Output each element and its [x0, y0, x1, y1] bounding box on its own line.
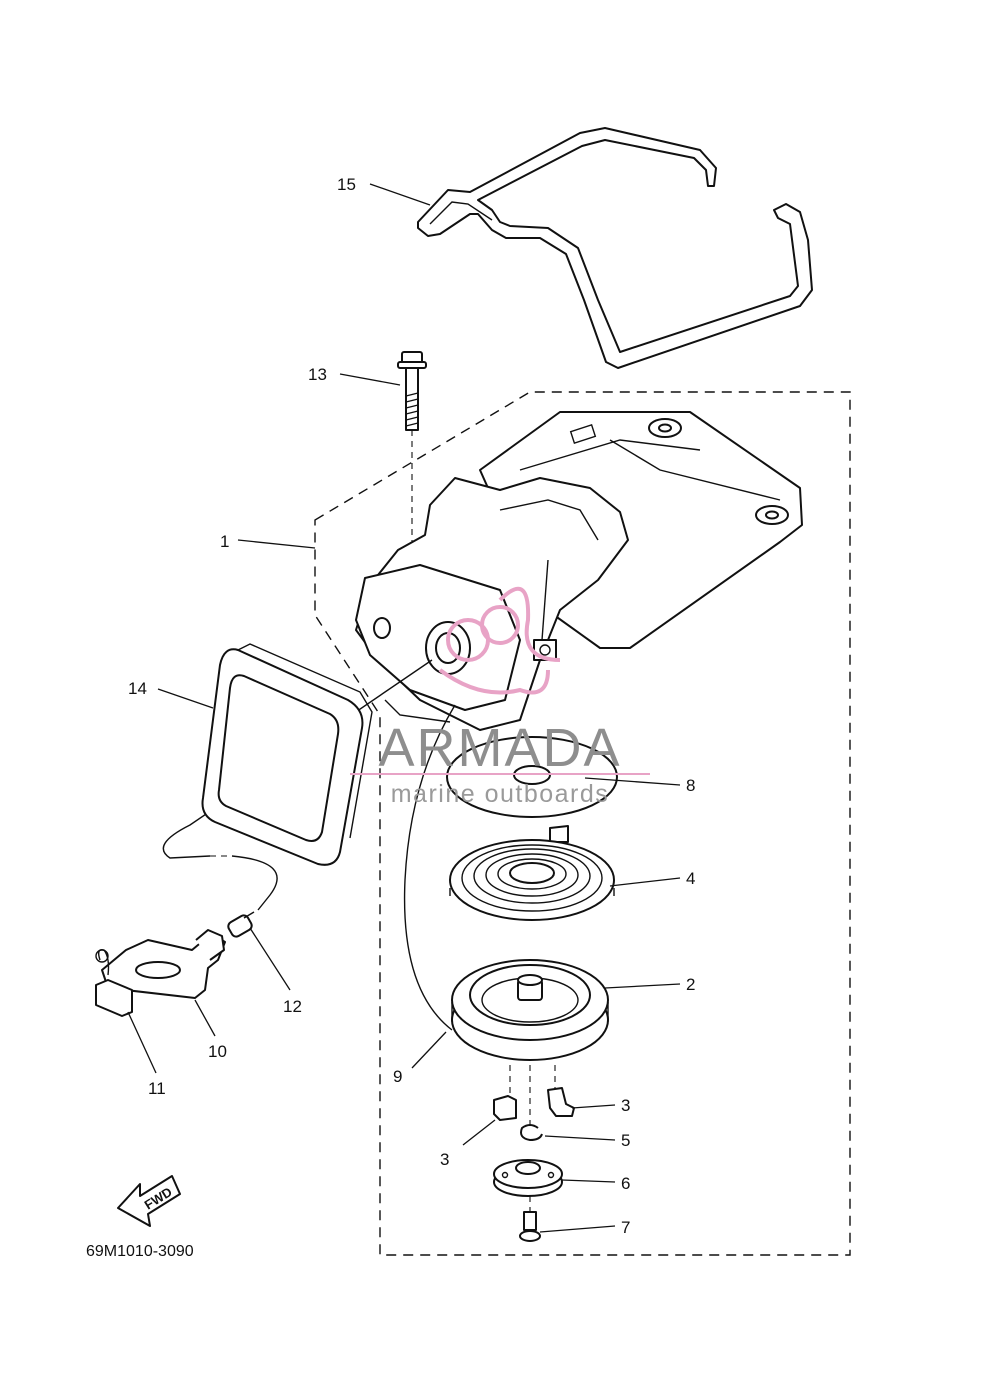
assembly-boundary: [314, 391, 851, 1256]
callout-8: 8: [686, 776, 695, 795]
callout-9: 9: [393, 1067, 402, 1086]
callout-4: 4: [686, 869, 695, 888]
callout-5: 5: [621, 1131, 630, 1150]
part-3-pawl-left[interactable]: [493, 1065, 517, 1121]
starter-rope: [162, 659, 433, 859]
callout-3-left: 3: [440, 1150, 449, 1169]
pulley-rope: [403, 704, 456, 1031]
part-13-bolt[interactable]: [397, 351, 427, 575]
callout-6: 6: [621, 1174, 630, 1193]
diagram-code: 69M1010-3090: [86, 1243, 194, 1260]
part-4-spiral-spring[interactable]: [449, 825, 615, 921]
part-15-seal[interactable]: [417, 127, 813, 369]
part-8-washer-plate[interactable]: [446, 736, 618, 818]
part-11-clip[interactable]: [95, 949, 133, 1017]
part-7-screw[interactable]: [519, 1196, 541, 1242]
callout-13: 13: [308, 365, 327, 384]
callout-10: 10: [208, 1042, 227, 1061]
callout-1: 1: [220, 532, 229, 551]
callout-7: 7: [621, 1218, 630, 1237]
watermark-tagline: marine outboards: [391, 780, 610, 808]
part-14-grommet[interactable]: [201, 643, 373, 866]
part-2-pulley[interactable]: [451, 959, 609, 1061]
watermark: ARMADA marine outboards: [350, 586, 650, 808]
callout-2: 2: [686, 975, 695, 994]
part-12-rope-stopper[interactable]: [226, 911, 255, 938]
callout-labels: 15 13 1 14 8 4 2 12 10 9 11 3 5 3 6 7: [128, 175, 695, 1237]
part-1-starter-housing[interactable]: [355, 411, 803, 731]
watermark-logo-icon: [438, 586, 561, 695]
part-6-drive-plate[interactable]: [493, 1159, 563, 1197]
fwd-arrow-icon: FWD: [117, 1175, 181, 1227]
watermark-brand: ARMADA: [378, 718, 621, 778]
part-5-circlip[interactable]: [520, 1065, 543, 1142]
callout-11: 11: [148, 1079, 166, 1098]
callout-3-right: 3: [621, 1096, 630, 1115]
leader-lines: [127, 183, 681, 1233]
callout-15: 15: [337, 175, 356, 194]
callout-14: 14: [128, 679, 147, 698]
callout-12: 12: [283, 997, 302, 1016]
part-3-pawl-right[interactable]: [547, 1065, 575, 1117]
